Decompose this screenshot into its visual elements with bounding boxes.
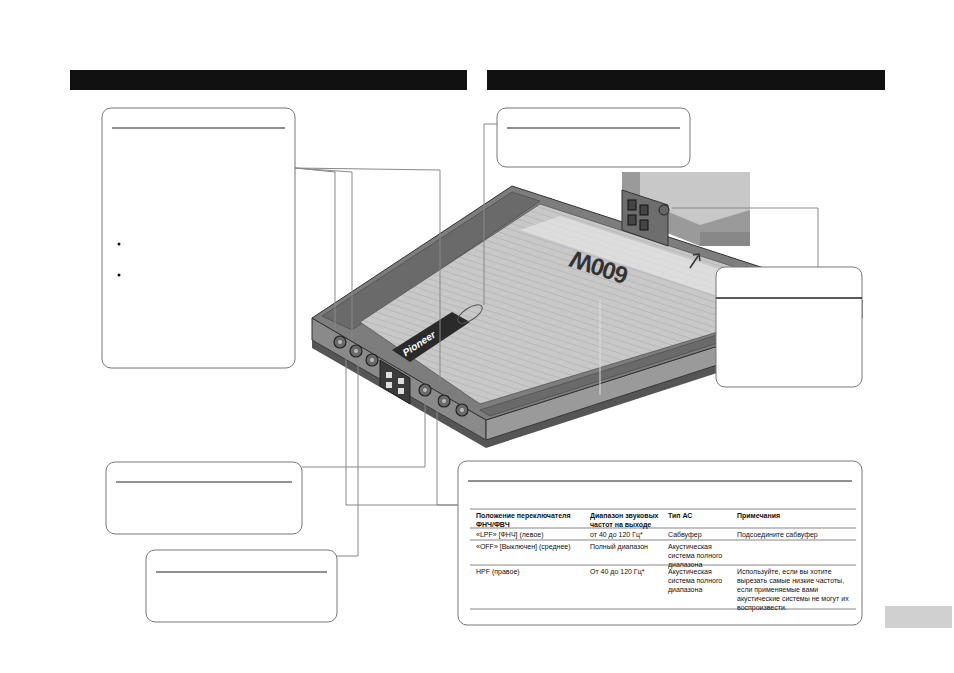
section-bar xyxy=(70,70,467,90)
callout-box xyxy=(102,108,862,625)
table-cell: Сабвуфер xyxy=(668,530,734,539)
table-header: Диапазон звуковых частот на выходе xyxy=(590,511,664,529)
table-cell: от 40 до 120 Гц* xyxy=(590,530,664,539)
table-cell: Акустическая система полного диапазона xyxy=(668,567,734,594)
table-cell: Используйте, если вы хотите вырезать сам… xyxy=(737,567,855,612)
amplifier-body xyxy=(312,186,862,448)
section-bar xyxy=(487,70,885,90)
table-rule xyxy=(470,509,856,609)
table-cell: «LPF» [ФНЧ] (левое) xyxy=(476,530,586,539)
table-cell: «OFF» [Выключен] (среднее) xyxy=(476,542,586,551)
table-header: Тип АС xyxy=(668,511,734,520)
leader-line xyxy=(295,124,818,556)
inset-view xyxy=(622,172,750,268)
table-cell: Подсоедините сабвуфер xyxy=(737,530,855,539)
table-cell: От 40 до 120 Гц* xyxy=(590,567,664,576)
page-tab xyxy=(885,606,952,628)
table-cell: HPF (правое) xyxy=(476,567,586,576)
heading-rule xyxy=(112,128,862,572)
table-header: Примечания xyxy=(737,511,855,520)
table-cell: Полный диапазон xyxy=(590,542,664,551)
table-header: Положение переключателя ФНЧ/ФВЧ xyxy=(476,511,586,529)
table-cell: Акустическая система полного диапазона xyxy=(668,542,734,569)
bullet xyxy=(118,243,121,277)
